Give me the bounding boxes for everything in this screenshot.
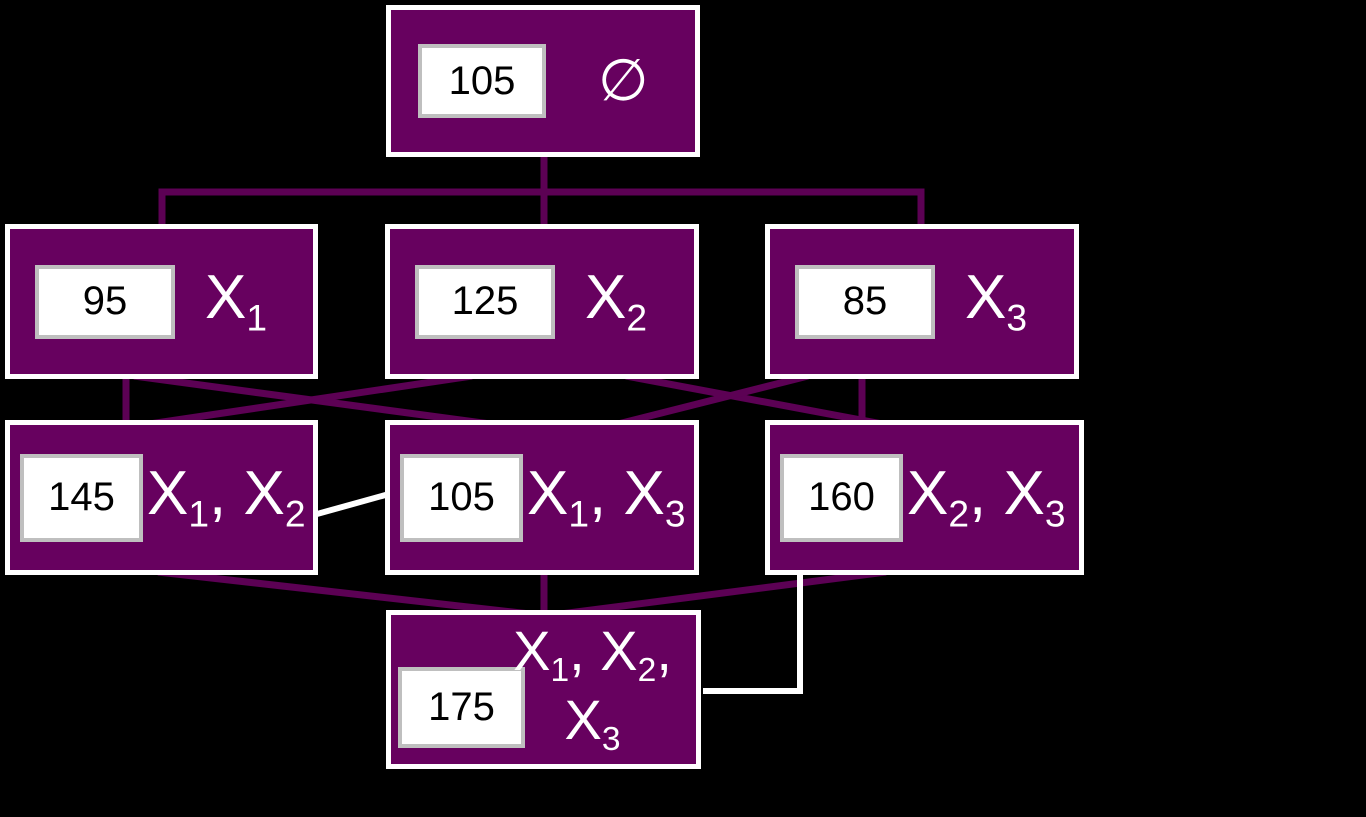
node-x1-x2: 145 X1, X2 [5,420,318,575]
value-box: 105 [400,453,523,542]
edge-x2-x2x3 [625,372,894,430]
node-empty-set: 105 ∅ [386,5,700,157]
node-label: X1, X2 [147,462,306,535]
label-subscript: 2 [948,492,970,535]
label-subscript: 1 [550,652,570,690]
node-label: X1, X2, X3 [491,615,694,764]
node-value: 175 [428,685,495,729]
label-text: , X [569,619,638,683]
value-box: 95 [35,264,175,339]
node-x3: 85 X3 [765,224,1079,379]
label-text: , X [969,458,1045,528]
node-value: 105 [448,58,516,103]
edge-white-x1x2-x1x3 [316,491,390,517]
label-text: X [205,262,247,332]
value-box: 105 [418,44,546,118]
label-text: X [965,262,1007,332]
node-value: 145 [48,475,115,519]
label-line-2: X3 [564,687,621,758]
node-value: 95 [82,279,128,323]
node-x1-x2-x3: 175 X1, X2, X3 [386,610,701,769]
node-x2-x3: 160 X2, X3 [765,420,1084,575]
edge-white-x2x3-x1x2x3 [703,575,803,694]
label-text: , X [589,458,665,528]
node-value: 105 [428,475,495,519]
node-label: X2, X3 [907,462,1066,535]
label-text: , X [209,458,285,528]
node-label: X3 [965,266,1028,339]
node-x1-x3: 105 X1, X3 [385,420,699,575]
label-text: X [527,458,569,528]
label-subscript: 1 [568,492,590,535]
label-subscript: 1 [246,296,268,339]
label-subscript: 2 [637,652,657,690]
node-x2: 125 X2 [385,224,699,379]
edge-x2x3-x1x2x3 [544,568,887,620]
empty-set-symbol: ∅ [598,48,649,113]
value-box: 175 [398,667,525,748]
value-box: 85 [795,264,935,339]
label-subscript: 2 [284,492,306,535]
value-box: 160 [780,453,903,542]
node-value: 125 [451,279,519,323]
label-subscript: 3 [1044,492,1066,535]
label-text: X [147,458,189,528]
node-x1: 95 X1 [5,224,318,379]
label-text: X [564,687,602,751]
label-subscript: 3 [664,492,686,535]
label-line-1: X1, X2, [513,619,672,690]
edge-empty-x1-x3-fork [158,188,925,230]
node-value: 160 [808,475,875,519]
label-text: X [513,619,551,683]
value-box: 145 [20,453,143,542]
label-text: X [585,262,627,332]
edge-x3-x1x3 [609,372,809,430]
node-label: X1 [205,266,268,339]
label-subscript: 1 [188,492,210,535]
label-text: X [907,458,949,528]
label-text: , [656,619,672,683]
label-subscript: 3 [601,720,621,758]
node-label: ∅ [598,52,649,110]
node-value: 85 [842,279,888,323]
node-label: X1, X3 [527,462,686,535]
node-label: X2 [585,266,648,339]
edge-x1x2-x1x2x3 [157,568,549,620]
value-box: 125 [415,264,555,339]
label-subscript: 3 [1006,296,1028,339]
label-subscript: 2 [626,296,648,339]
edge-x2-x1x2 [135,372,473,430]
